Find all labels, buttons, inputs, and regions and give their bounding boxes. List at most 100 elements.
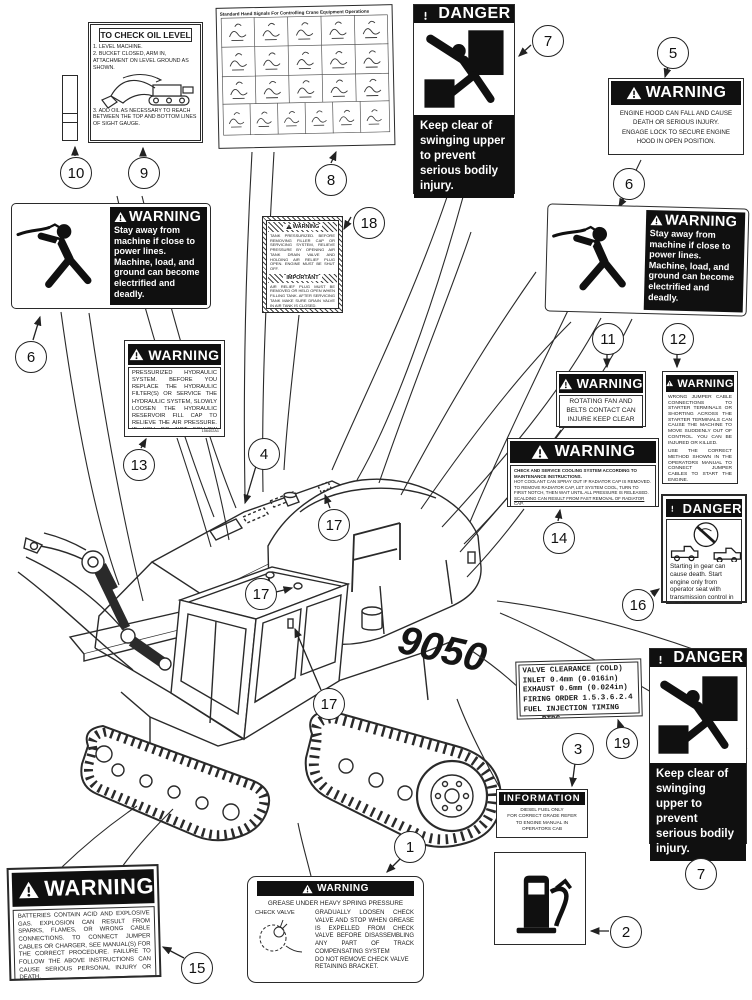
danger-header: DANGER bbox=[666, 499, 742, 517]
part-code: 156402A1 bbox=[201, 429, 219, 433]
warning-header-text: WARNING bbox=[148, 346, 220, 363]
decal-grease-warning: WARNING GREASE UNDER HEAVY SPRING PRESSU… bbox=[247, 876, 424, 983]
grease-note: DO NOT REMOVE CHECK VALVE RETAINING BRAC… bbox=[315, 956, 409, 971]
decal-air-tank: WARNING TANK PRESSURIZED. BEFORE REMOVIN… bbox=[262, 216, 343, 313]
danger-header: DANGER bbox=[650, 649, 746, 667]
jumper-text-1: WRONG JUMPER CABLE CONNECTIONS TO STARTE… bbox=[668, 395, 732, 446]
decal-swing-danger-top: DANGER Keep clear of swinging upper to p… bbox=[413, 4, 515, 198]
callout-8: 8 bbox=[315, 164, 347, 196]
warning-header-text: WARNING bbox=[576, 376, 643, 391]
cooling-text-2: HOT COOLANT CAN SPRAY OUT IF RADIATOR CA… bbox=[514, 479, 651, 495]
air-tank-inner: WARNING TANK PRESSURIZED. BEFORE REMOVIN… bbox=[266, 220, 339, 309]
start-gear-inner: Starting in gear can cause death. Start … bbox=[666, 519, 742, 604]
decal-hydraulic-warning: WARNING PRESSURIZED HYDRAULIC SYSTEM. BE… bbox=[124, 340, 225, 437]
warning-triangle-icon bbox=[559, 378, 573, 390]
engine-hood-text-1: ENGINE HOOD CAN FALL AND CAUSE DEATH OR … bbox=[619, 110, 733, 126]
power-lines-body: Stay away from machine if close to power… bbox=[114, 225, 200, 299]
decal-fan-warning: WARNING ROTATING FAN AND BELTS CONTACT C… bbox=[556, 371, 646, 428]
warning-header: WARNING bbox=[559, 374, 643, 393]
warning-triangle-icon bbox=[652, 651, 669, 666]
callout-7-top: 7 bbox=[532, 25, 564, 57]
air-tank-text-2: AIR RELIEF PLUG MUST BE REMOVED OR HELD … bbox=[270, 283, 335, 308]
start-gear-pictogram bbox=[670, 522, 741, 562]
danger-header-text: DANGER bbox=[673, 649, 744, 666]
start-gear-body: Starting in gear can cause death. Start … bbox=[670, 563, 734, 603]
cooling-body-box: CHECK AND SERVICE COOLING SYSTEM ACCORDI… bbox=[510, 465, 656, 507]
callout-12: 12 bbox=[662, 323, 694, 355]
battery-body: BATTERIES CONTAIN ACID AND EXPLOSIVE GAS… bbox=[12, 906, 157, 980]
fuel-info-body: DIESEL FUEL ONLY FOR CORRECT GRADE REFER… bbox=[507, 807, 577, 832]
swing-pictogram bbox=[650, 667, 746, 763]
warning-header-text: WARNING bbox=[677, 377, 734, 390]
power-lines-panel: WARNING Stay away from machine if close … bbox=[643, 209, 746, 313]
danger-body: Keep clear of swinging upper to prevent … bbox=[650, 763, 746, 861]
callout-16: 16 bbox=[622, 589, 654, 621]
callout-18: 18 bbox=[353, 207, 385, 239]
warning-header-text: WARNING bbox=[317, 883, 369, 894]
oil-check-sketch bbox=[101, 73, 194, 108]
callout-4: 4 bbox=[248, 438, 280, 470]
callout-6-right: 6 bbox=[613, 168, 645, 200]
callout-7-bottom: 7 bbox=[685, 858, 717, 890]
decal-sight-gauge bbox=[62, 75, 78, 141]
warning-triangle-icon bbox=[666, 378, 673, 389]
decal-fuel-symbol bbox=[494, 852, 586, 945]
information-header: INFORMATION bbox=[499, 792, 585, 805]
grease-line-1: GREASE UNDER HEAVY SPRING PRESSURE bbox=[267, 900, 404, 907]
callout-15: 15 bbox=[181, 952, 213, 984]
callout-17-b: 17 bbox=[245, 578, 277, 610]
callout-6-left: 6 bbox=[15, 341, 47, 373]
callout-19: 19 bbox=[606, 727, 638, 759]
warning-header-text: WARNING bbox=[645, 84, 727, 101]
warning-band: WARNING bbox=[268, 222, 337, 232]
oil-check-step3: 3. ADD OIL AS NECESSARY TO REACH BETWEEN… bbox=[93, 107, 197, 128]
warning-header-text: WARNING bbox=[554, 443, 636, 460]
decal-power-lines-left: WARNING Stay away from machine if close … bbox=[11, 203, 211, 309]
power-lines-body: Stay away from machine if close to power… bbox=[647, 228, 735, 303]
warning-triangle-icon bbox=[286, 224, 292, 230]
warning-header: WARNING bbox=[114, 209, 203, 225]
oil-check-title: TO CHECK OIL LEVEL bbox=[99, 28, 192, 42]
decal-engine-hood-warning: WARNING ENGINE HOOD CAN FALL AND CAUSE D… bbox=[608, 78, 744, 155]
power-lines-panel: WARNING Stay away from machine if close … bbox=[110, 207, 207, 305]
decal-power-lines-right: WARNING Stay away from machine if close … bbox=[544, 203, 750, 317]
oil-check-step2: 2. BUCKET CLOSED, ARM IN, ATTACHMENT ON … bbox=[93, 50, 189, 71]
warning-triangle-icon bbox=[417, 7, 434, 22]
decal-start-gear-danger: DANGER Starting in gear can cause death.… bbox=[661, 494, 747, 604]
fuel-pump-icon bbox=[516, 875, 573, 933]
warning-header-text: WARNING bbox=[664, 212, 738, 231]
callout-17-a: 17 bbox=[318, 509, 350, 541]
electrocution-pictogram bbox=[549, 207, 644, 309]
grease-body: GRADUALLY LOOSEN CHECK VALVE AND STOP WH… bbox=[315, 910, 414, 955]
callout-14: 14 bbox=[543, 522, 575, 554]
warning-triangle-icon bbox=[114, 211, 127, 223]
excavator-drawing: 9050 bbox=[17, 478, 503, 848]
swing-pictogram bbox=[414, 23, 514, 115]
callout-5: 5 bbox=[657, 37, 689, 69]
warning-triangle-icon bbox=[531, 444, 549, 460]
warning-header: WARNING bbox=[128, 344, 221, 365]
decal-valve-clearance: VALVE CLEARANCE (COLD) INLET 0.4mm (0.01… bbox=[515, 658, 643, 720]
decal-hand-signals: Standard Hand Signals For Controlling Cr… bbox=[215, 4, 396, 149]
danger-header-text: DANGER bbox=[682, 500, 742, 516]
warning-header: WARNING bbox=[611, 81, 741, 105]
callout-13: 13 bbox=[123, 449, 155, 481]
decal-oil-check: TO CHECK OIL LEVEL 1. LEVEL MACHINE. 2. … bbox=[88, 22, 203, 143]
model-number: 9050 bbox=[394, 618, 491, 681]
hand-signals-grid bbox=[220, 14, 391, 136]
oil-check-step1: 1. LEVEL MACHINE. bbox=[93, 44, 143, 50]
warning-header-text: WARNING bbox=[43, 873, 155, 902]
important-band-text: IMPORTANT bbox=[283, 275, 322, 282]
callout-1: 1 bbox=[394, 831, 426, 863]
cooling-text-3: SCALDING CAN RESULT FROM FAST REMOVAL OF… bbox=[514, 495, 645, 507]
engine-hood-text-2: ENGAGE LOCK TO SECURE ENGINE HOOD IN OPE… bbox=[621, 128, 731, 145]
warning-triangle-icon bbox=[626, 86, 642, 100]
warning-triangle-icon bbox=[650, 214, 663, 226]
decal-swing-danger-bottom: DANGER Keep clear of swinging upper to p… bbox=[649, 648, 747, 861]
warning-header-text: WARNING bbox=[129, 209, 202, 225]
warning-triangle-icon bbox=[666, 502, 679, 514]
decal-jumper-warning: WARNING WRONG JUMPER CABLE CONNECTIONS T… bbox=[662, 371, 738, 484]
warning-triangle-icon bbox=[302, 884, 313, 894]
cooling-text-1: CHECK AND SERVICE COOLING SYSTEM ACCORDI… bbox=[514, 468, 637, 479]
